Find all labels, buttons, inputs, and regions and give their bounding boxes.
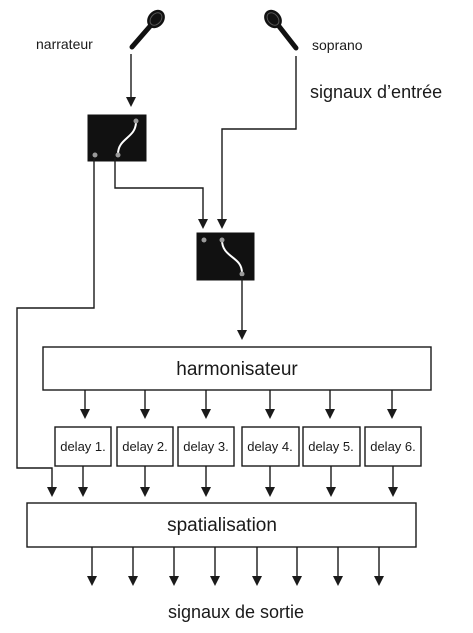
- delay-5: delay 5.: [302, 426, 361, 467]
- harmonizer-to-delay-wires: [80, 390, 397, 419]
- harmonizer-box: [42, 346, 432, 391]
- soprano-microphone-icon: [264, 9, 299, 51]
- mixer-1-icon: [87, 114, 147, 162]
- delay-1: delay 1.: [54, 426, 112, 467]
- spatialisation-label: spatialisation: [167, 515, 277, 536]
- delay-4-label: delay 4.: [247, 439, 293, 454]
- delay-1-label: delay 1.: [60, 439, 106, 454]
- delay-5-label: delay 5.: [308, 439, 354, 454]
- input-wires: [126, 54, 297, 229]
- narrator-bypass-wire: [16, 158, 95, 497]
- output-signals-label: signaux de sortie: [168, 602, 304, 622]
- delay-2: delay 2.: [116, 426, 174, 467]
- output-wires: [87, 547, 384, 586]
- delay-to-spatialisation-wires: [78, 466, 398, 497]
- narrator-microphone-icon: [129, 9, 165, 50]
- mixer1-to-mixer2-wire: [114, 158, 208, 229]
- harmonizer-label: harmonisateur: [176, 359, 298, 380]
- narrator-label: narrateur: [36, 36, 93, 52]
- delay-3-label: delay 3.: [183, 439, 229, 454]
- spatialisation-box: [26, 502, 417, 548]
- delay-6: delay 6.: [364, 426, 422, 467]
- delay-4: delay 4.: [241, 426, 300, 467]
- soprano-label: soprano: [312, 37, 363, 53]
- delay-2-label: delay 2.: [122, 439, 168, 454]
- delay-6-label: delay 6.: [370, 439, 416, 454]
- input-signals-label: signaux d’entrée: [310, 82, 442, 102]
- mixer-2-icon: [196, 232, 255, 281]
- delay-3: delay 3.: [177, 426, 235, 467]
